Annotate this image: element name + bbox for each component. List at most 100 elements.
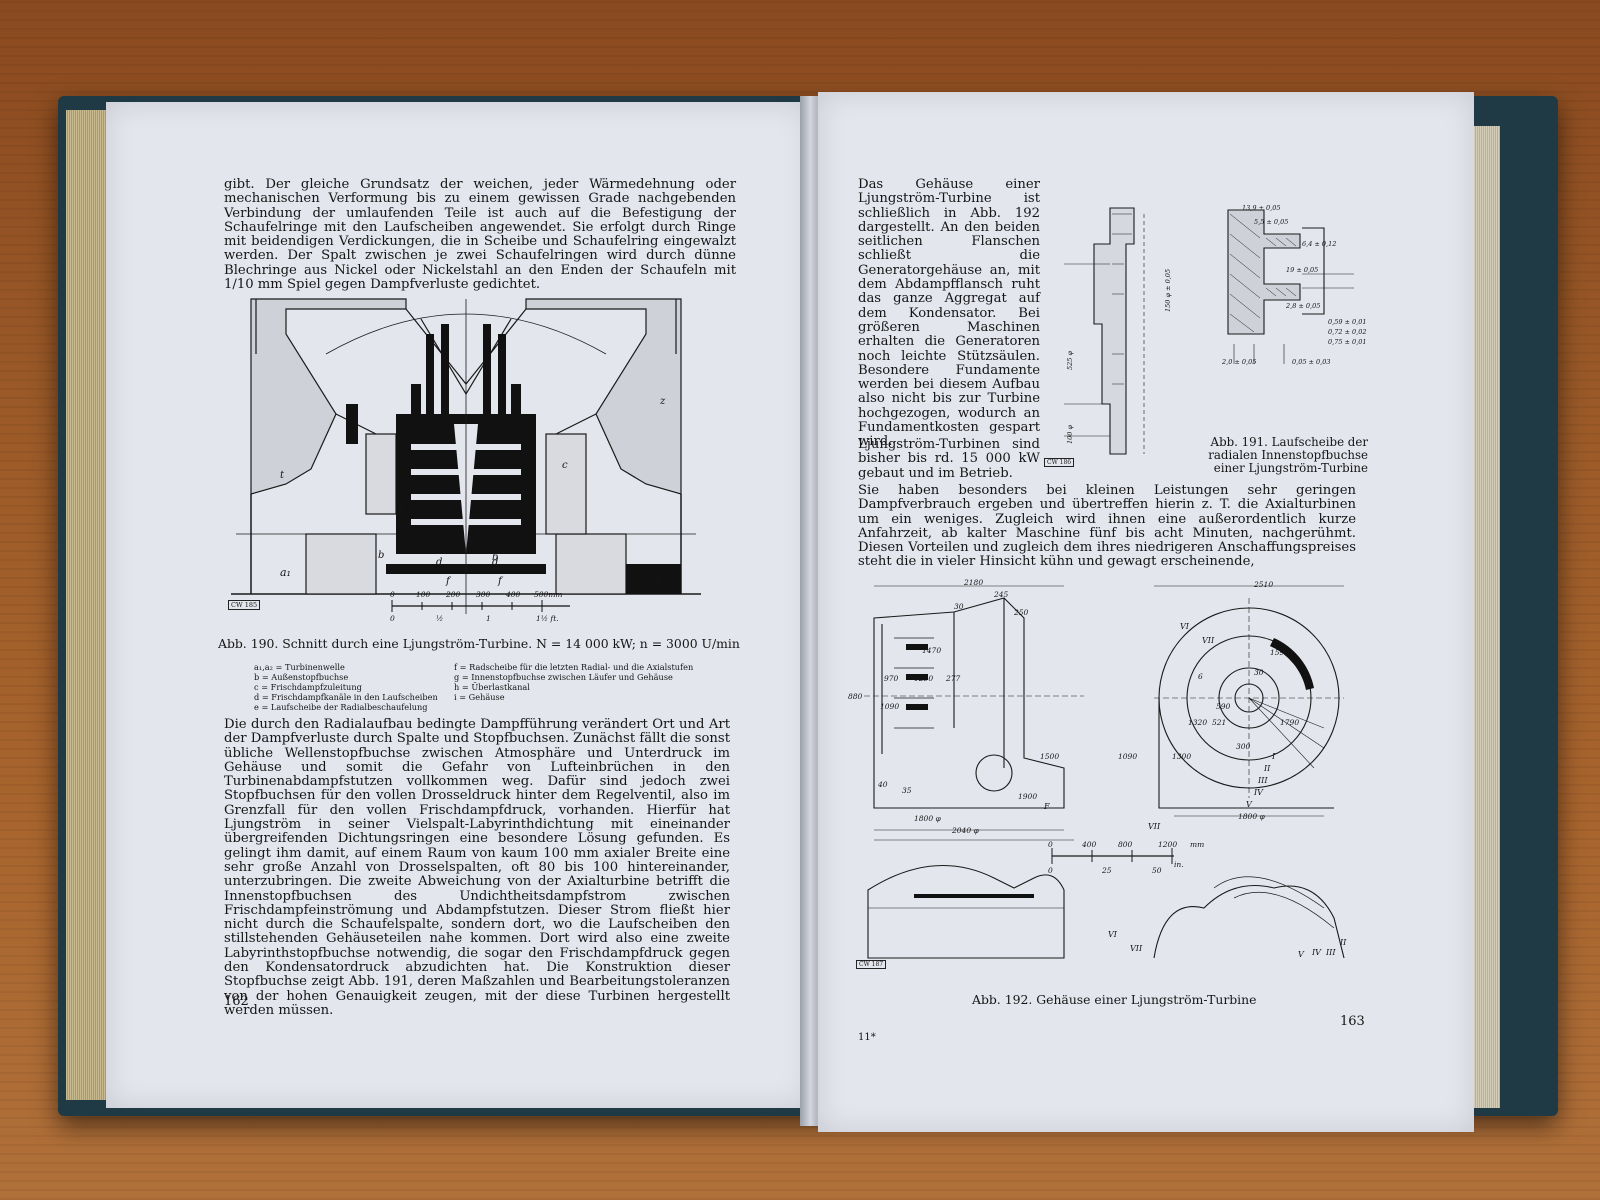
fig192-dim: 2180 [964,578,984,587]
legend-item: h = Überlastkanal [454,682,530,692]
fig192-dim: 2510 [1254,580,1274,589]
fig190-scale-bar [391,600,570,612]
fig192-dim: 250 [1014,608,1029,617]
fig192-scale-mm-1200: 1200 [1158,840,1178,849]
fig192-dim: 277 [946,674,961,683]
left-page-edges [66,110,106,1100]
fig192-dim: 1090 [1118,752,1138,761]
scale-ft-1: 1 [486,614,491,623]
fig192-roman: VII [1130,944,1143,953]
fig192-dim: 1790 [1280,718,1300,727]
fig192-dim: 40 [878,780,888,789]
fig192-roman: I [1272,752,1276,761]
fig191-caption-line-2: radialen Innenstopfbuchse [1208,448,1368,462]
fig192-dim: 1500 [1040,752,1060,761]
fig191-dim-2: 5,5 ± 0,05 [1254,218,1289,226]
fig191-dim-3: 6,4 ± 0,12 [1302,240,1337,248]
fig192-stamp: CW 187 [856,960,887,969]
legend-item: g = Innenstopfbuchse zwischen Läufer und… [454,672,673,682]
fig190-stamp: CW 185 [228,600,261,610]
fig192-roman: VII [1148,822,1161,831]
fig190-label-a1: a₁ [280,566,291,579]
fig192-scale-mm-0: 0 [1048,840,1053,849]
fig191-dim-11: 150 φ ± 0,05 [1164,268,1172,312]
legend-item: b = Außenstopfbuchse [254,672,349,682]
legend-item: f = Radscheibe für die letzten Radial- u… [454,662,694,672]
fig190-label-a2: a₂ [652,572,663,585]
scale-mm-200: 200 [446,590,461,599]
legend-item: d = Frischdampfkanäle in den Laufscheibe… [254,692,438,702]
fig192-dim: 970 [884,674,899,683]
fig191-caption: Abb. 191. Laufscheibe der radialen Innen… [1202,436,1368,475]
fig192-roman: V [1246,800,1252,809]
fig192-caption: Abb. 192. Gehäuse einer Ljungström-Turbi… [972,992,1257,1007]
signature-mark: 11* [858,1032,876,1043]
right-page: Das Gehäuse einer Ljungström-Turbine ist… [818,92,1474,1132]
legend-item: e = Laufscheibe der Radialbeschaufelung [254,702,428,712]
fig192-scale-in-25: 25 [1102,866,1112,875]
right-page-number: 163 [1340,1014,1365,1029]
right-paragraph-3: Sie haben besonders bei kleinen Leistung… [858,483,1356,570]
fig192-dim: 1290 [914,674,934,683]
fig191-dim-1: 13,9 ± 0,05 [1242,204,1281,212]
fig192-dim: 1300 [1172,752,1192,761]
fig192-dim: 2040 φ [952,826,979,835]
left-page-number: 162 [224,994,249,1009]
fig192-dim: 521 [1212,718,1227,727]
fig190-legend-left: a₁,a₂ = Turbinenwelle b = Außenstopfbuch… [254,662,454,712]
fig190-label-d-2: d [492,557,499,568]
fig192-dim: 880 [848,692,863,701]
fig192-dim: 30 [1254,668,1264,677]
fig192-dim: 1590 [1270,648,1290,657]
fig190-label-d: d [436,557,443,568]
right-paragraph-1: Das Gehäuse einer Ljungström-Turbine ist… [858,177,1040,450]
scale-mm-300: 300 [476,590,491,599]
fig192-roman: IV [1312,948,1321,957]
fig192-scale-mm-800: 800 [1118,840,1133,849]
fig192-scale-in-unit: in. [1174,860,1184,869]
fig191-dim-10: 0,05 ± 0,03 [1292,358,1331,366]
fig192-dim: 6 [1198,672,1203,681]
fig190-label-f: f [446,576,450,587]
fig192-dim: 30 [954,602,964,611]
fig191-dim-5: 2,8 ± 0,05 [1286,302,1321,310]
fig191-dim-9: 2,0 ± 0,05 [1222,358,1257,366]
fig191-dim-6: 0,59 ± 0,01 [1328,318,1367,326]
fig190-label-b: b [378,550,385,561]
fig192-scale-mm-unit: mm [1190,840,1205,849]
fig190-label-h: h [398,506,405,517]
fig191-dim-4: 19 ± 0,05 [1286,266,1319,274]
fig191-dim-13: 100 φ [1066,424,1074,444]
scale-mm-500: 500mm [534,590,563,599]
scale-mm-100: 100 [416,590,431,599]
fig192-roman: III [1258,776,1268,785]
fig192-dim: 1320 [1188,718,1208,727]
labyrinth-disc-drawing [1064,207,1354,455]
fig192-roman: VII [1202,636,1215,645]
fig192-dim: 1800 φ [1238,812,1265,821]
fig191-dim-8: 0,75 ± 0,01 [1328,338,1367,346]
fig190-label-z: z [660,396,666,407]
fig192-dim: 1090 [880,702,900,711]
fig192-dim: 1900 [1018,792,1038,801]
fig191-stamp: CW 186 [1044,458,1075,467]
legend-item: i = Gehäuse [454,692,505,702]
fig190-legend-right: f = Radscheibe für die letzten Radial- u… [454,662,724,702]
turbine-section-drawing [231,298,701,614]
left-paragraph-2: Die durch den Radialaufbau bedingte Damp… [224,717,730,1018]
fig190-caption: Abb. 190. Schnitt durch eine Ljungström-… [218,636,740,651]
fig192-roman: VI [1108,930,1117,939]
right-paragraph-2: Ljungström-Turbinen sind bisher bis rd. … [858,437,1040,481]
fig192-scale-mm-400: 400 [1082,840,1097,849]
fig192-dim: 1800 φ [914,814,941,823]
scale-ft-0: 0 [390,614,395,623]
fig192-roman: F [1044,802,1050,811]
fig190-label-t: t [280,470,285,481]
fig192-scale-in-0: 0 [1048,866,1053,875]
fig192-roman: II [1264,764,1271,773]
fig191-dim-12: 525 φ [1066,350,1074,370]
legend-item: c = Frischdampfzuleitung [254,682,362,692]
scale-mm-0: 0 [390,590,395,599]
fig191-dim-7: 0,72 ± 0,02 [1328,328,1367,336]
fig190-label-f-2: f [498,576,502,587]
